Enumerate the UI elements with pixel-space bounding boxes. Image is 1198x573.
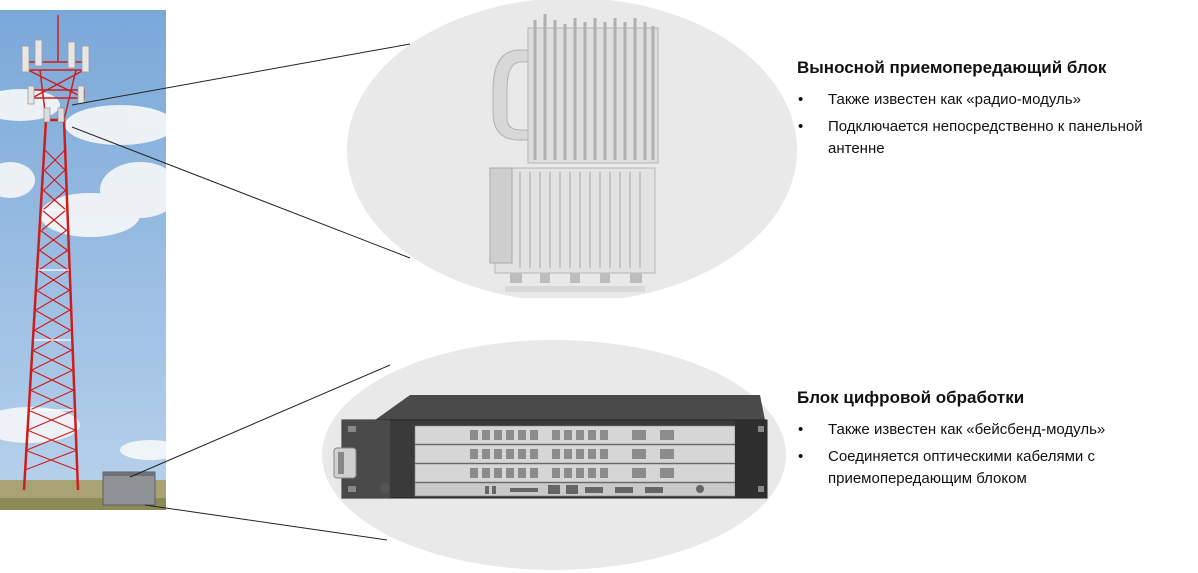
radio-unit-title: Выносной приемопередающий блок [797, 58, 1107, 77]
bullet-item: • Также известен как «бейсбенд-модуль» [797, 419, 1192, 441]
tower-lattice [24, 149, 78, 471]
bbu-chassis [333, 395, 768, 499]
baseband-unit-section: Блок цифровой обработки • Также известен … [797, 387, 1192, 495]
bullet-text: Также известен как «бейсбенд-модуль» [828, 421, 1106, 438]
bullet-text: Соединяется оптическими кабелями с прием… [828, 448, 1095, 487]
bullet-item: • Соединяется оптическими кабелями с прие… [797, 446, 1192, 490]
bullet-text: Также известен как «радио-модуль» [828, 91, 1081, 108]
radio-unit-image [347, 0, 797, 298]
radio-unit-section: Выносной приемопередающий блок • Также из… [797, 57, 1192, 165]
rru-device [489, 14, 659, 292]
bullet-glyph: • [798, 448, 804, 465]
bullet-text: Подключается непосредственно к панельной… [828, 118, 1143, 157]
baseband-unit-bullets: • Также известен как «бейсбенд-модуль» • С… [797, 419, 1192, 490]
baseband-unit-title: Блок цифровой обработки [797, 388, 1025, 407]
baseband-unit-image [322, 340, 786, 570]
bullet-glyph: • [798, 91, 804, 108]
bullet-item: • Также известен как «радио-модуль» [797, 89, 1192, 111]
clouds [0, 89, 166, 460]
bullet-glyph: • [798, 118, 804, 135]
bullet-item: • Подключается непосредственно к панельно… [797, 116, 1192, 160]
bullet-glyph: • [798, 421, 804, 438]
radio-unit-bullets: • Также известен как «радио-модуль» • Подк… [797, 89, 1192, 160]
antenna-panels [21, 39, 90, 105]
